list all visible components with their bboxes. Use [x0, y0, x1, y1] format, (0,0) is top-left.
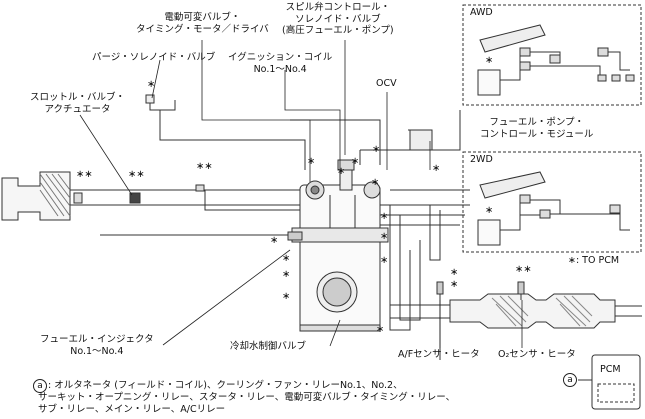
star-awd: ∗: [485, 55, 494, 66]
note-line-1: : オルタネータ (フィールド・コイル)、クーリング・ファン・リレーNo.1、N…: [48, 380, 403, 391]
star-throttle-2: ∗∗: [128, 169, 145, 180]
star-ocv: ∗: [372, 144, 381, 155]
label-fuel-pump-module: フューエル・ポンプ・ コントロール・モジュール: [480, 117, 594, 140]
star-purge: ∗: [147, 79, 156, 90]
star-fuel-pump: ∗: [432, 163, 441, 174]
note-circle-a: a: [33, 379, 47, 393]
pcm-label: PCM: [600, 364, 621, 375]
label-o2-sensor: O₂センサ・ヒータ: [498, 349, 576, 360]
label-spill-valve: スピル弁コントロール・ ソレノイド・バルブ (高圧フューエル・ポンプ): [282, 2, 394, 36]
awd-title: AWD: [470, 7, 493, 18]
star-left-1: ∗: [270, 235, 279, 246]
star-intake: ∗∗: [196, 161, 213, 172]
label-af-sensor: A/Fセンサ・ヒータ: [398, 349, 480, 360]
star-motor: ∗: [307, 156, 316, 167]
label-motor-driver: 電動可変バルブ・ タイミング・モータ／ドライバ: [136, 12, 269, 35]
star-right-2: ∗: [380, 231, 389, 242]
star-right-3: ∗: [380, 255, 389, 266]
pcm-box: [578, 354, 641, 410]
label-coolant-valve: 冷却水制御バルブ: [230, 341, 307, 352]
awd-inset: [462, 4, 642, 106]
purge-lines: [100, 94, 306, 236]
star-coolant: ∗: [376, 324, 385, 335]
leader-lines: [79, 40, 523, 348]
star-left-2: ∗: [282, 253, 291, 264]
star-2wd: ∗: [485, 205, 494, 216]
twowd-title: 2WD: [470, 154, 493, 165]
star-af-2: ∗: [450, 279, 459, 290]
star-o2: ∗∗: [515, 264, 532, 275]
label-to-pcm: ∗: TO PCM: [568, 255, 620, 266]
label-purge-valve: パージ・ソレノイド・バルブ: [92, 52, 216, 63]
label-injector: フューエル・インジェクタ No.1～No.4: [40, 334, 154, 357]
label-ocv: OCV: [376, 78, 397, 89]
star-right-1: ∗: [380, 211, 389, 222]
star-throttle-1: ∗∗: [76, 169, 93, 180]
twowd-inset: [462, 151, 642, 253]
star-spill: ∗: [351, 156, 360, 167]
label-throttle: スロットル・バルブ・ アクチュエータ: [30, 92, 126, 115]
air-intake-duct: [1, 171, 300, 221]
star-ocv-2: ∗: [371, 177, 380, 188]
star-af-1: ∗: [450, 267, 459, 278]
label-ignition-coil: イグニッション・コイル No.1～No.4: [228, 52, 333, 75]
star-left-3: ∗: [282, 269, 291, 280]
engine-block: [287, 159, 389, 332]
star-left-4: ∗: [282, 291, 291, 302]
pcm-circle-a: a: [563, 373, 577, 387]
harness-lines: [290, 110, 470, 331]
note-line-2: サーキット・オープニング・リレー、スタータ・リレー、電動可変バルブ・タイミング・…: [38, 392, 456, 403]
star-coil: ∗: [337, 166, 346, 177]
note-line-3: サブ・リレー、メイン・リレー、A/Cリレー: [38, 404, 226, 415]
